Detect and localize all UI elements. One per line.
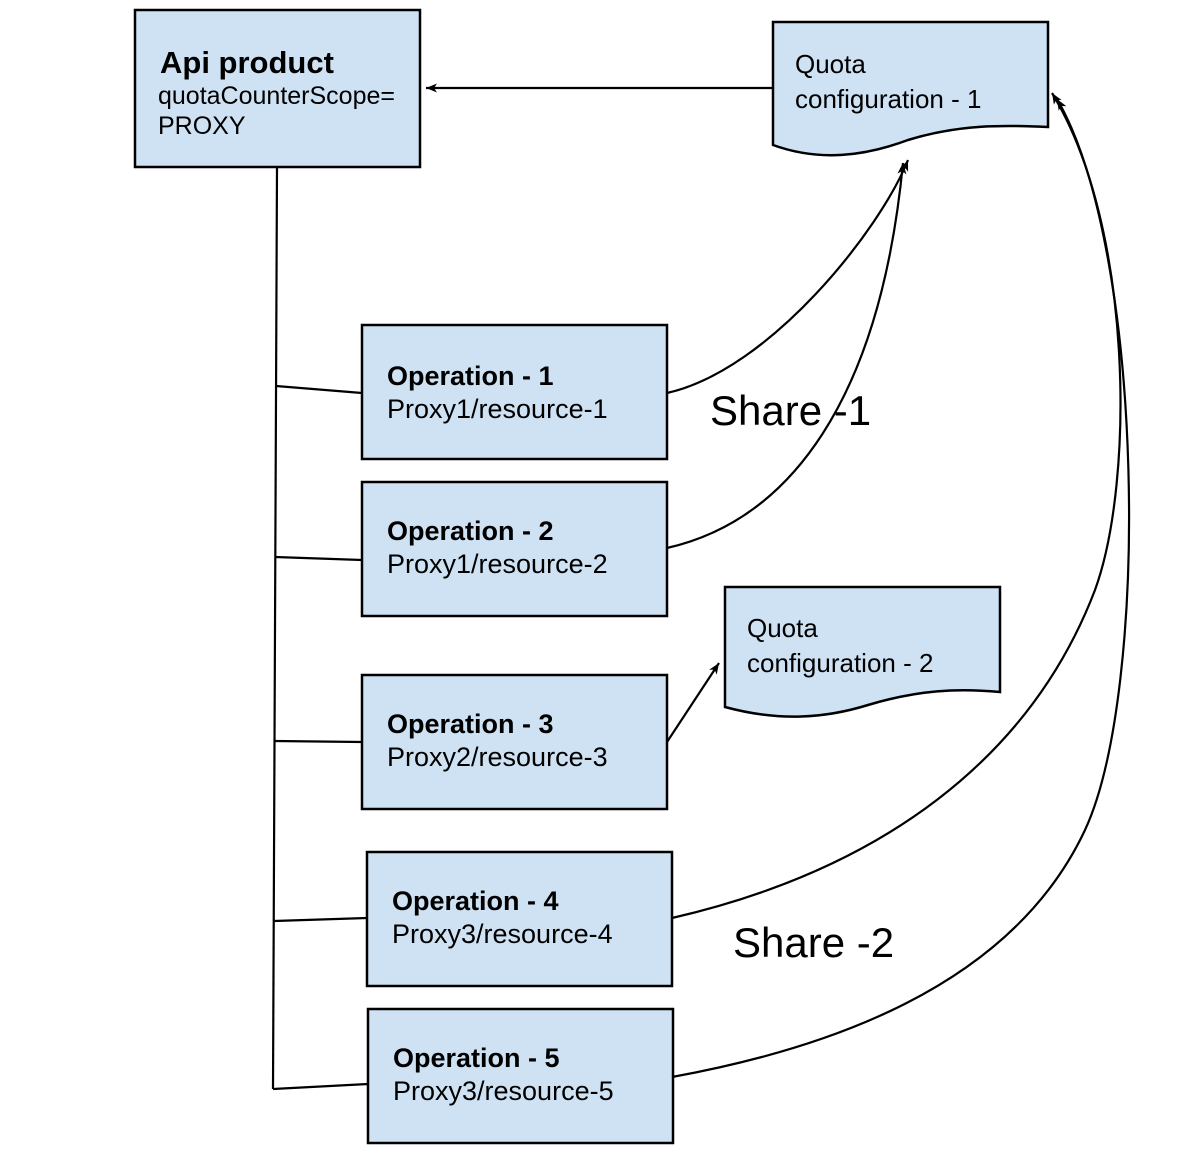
api-product-title: Api product: [160, 45, 334, 80]
operation-2-node: Operation - 2 Proxy1/resource-2: [360, 480, 669, 618]
api-product-node: Api product quotaCounterScope= PROXY: [133, 8, 422, 169]
share-1-label: Share -1: [710, 387, 871, 434]
quota-config-2-node: Quota configuration - 2: [723, 585, 1002, 718]
operation-5-path: Proxy3/resource-5: [393, 1076, 614, 1106]
api-product-attr-line1: quotaCounterScope=: [158, 82, 395, 110]
connectors: [271, 83, 1131, 1091]
operation-3-node: Operation - 3 Proxy2/resource-3: [360, 673, 669, 811]
connector-stub-operation-1: [275, 384, 363, 395]
quota-config-1-line1: Quota: [795, 49, 866, 79]
quota-config-2-line2: configuration - 2: [747, 648, 933, 678]
api-product-box: [133, 8, 422, 169]
quota-config-2-line1: Quota: [747, 613, 818, 643]
operation-2-box: [360, 480, 669, 618]
operation-1-box: [360, 323, 669, 461]
operation-5-node: Operation - 5 Proxy3/resource-5: [366, 1007, 675, 1145]
operation-2-path: Proxy1/resource-2: [387, 549, 608, 579]
operation-4-node: Operation - 4 Proxy3/resource-4: [365, 850, 674, 988]
quota-config-1-line2: configuration - 1: [795, 84, 981, 114]
quota-config-1-node: Quota configuration - 1: [771, 20, 1050, 157]
connector-stub-operation-4: [273, 916, 368, 923]
api-product-attr-line2: PROXY: [158, 112, 246, 140]
connector-operation-5-to-quota1: [671, 98, 1131, 1079]
operation-1-title: Operation - 1: [387, 361, 554, 391]
connector-operation-3-to-quota2: [666, 662, 720, 743]
connector-operation-2-to-quota1: [666, 162, 907, 550]
connector-stub-operation-5: [272, 1082, 369, 1091]
connector-stub-operation-2: [274, 555, 363, 562]
operation-4-title: Operation - 4: [392, 886, 559, 916]
operation-5-title: Operation - 5: [393, 1043, 560, 1073]
operation-4-path: Proxy3/resource-4: [392, 919, 613, 949]
quota-config-1-document-shape: [771, 20, 1050, 157]
operation-2-title: Operation - 2: [387, 516, 554, 546]
connector-api-product-trunk: [271, 166, 279, 1090]
connector-operation-1-to-quota1: [666, 159, 910, 395]
operation-4-box: [365, 850, 674, 988]
quota-config-2-document-shape: [723, 585, 1002, 718]
operation-1-node: Operation - 1 Proxy1/resource-1: [360, 323, 669, 461]
operation-5-box: [366, 1007, 675, 1145]
operation-3-title: Operation - 3: [387, 709, 554, 739]
operation-1-path: Proxy1/resource-1: [387, 394, 608, 424]
connector-stub-operation-3: [273, 739, 363, 744]
operation-3-path: Proxy2/resource-3: [387, 742, 608, 772]
share-2-label: Share -2: [733, 919, 894, 966]
